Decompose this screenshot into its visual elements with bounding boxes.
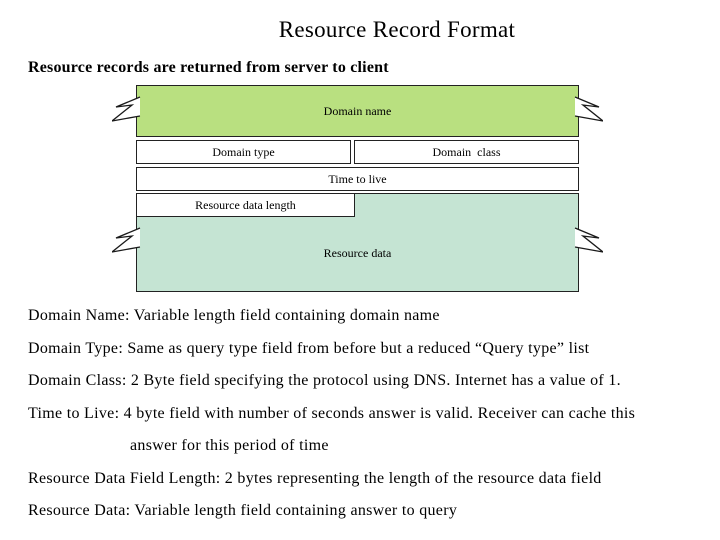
note-domain-name: Domain Name: Variable length field conta… (28, 307, 440, 324)
time-to-live-box: Time to live (136, 167, 579, 191)
time-to-live-label: Time to live (328, 171, 387, 186)
domain-name-label: Domain name (323, 103, 392, 118)
resource-data-length-label: Resource data length (195, 197, 296, 212)
note-resource-data-length: Resource Data Field Length: 2 bytes repr… (28, 470, 602, 487)
torn-edge-icon (574, 96, 603, 122)
note-domain-type: Domain Type: Same as query type field fr… (28, 340, 590, 357)
note-domain-class: Domain Class: 2 Byte field specifying th… (28, 372, 621, 389)
resource-data-length-box: Resource data length (136, 193, 355, 217)
domain-type-label: Domain type (212, 144, 275, 159)
domain-type-box: Domain type (136, 140, 351, 164)
note-time-to-live: Time to Live: 4 byte field with number o… (28, 405, 636, 422)
torn-edge-icon (112, 227, 141, 253)
domain-class-label: Domain class (432, 144, 501, 159)
note-time-to-live-cont: answer for this period of time (130, 437, 329, 454)
domain-name-box: Domain name (136, 85, 579, 137)
resource-record-diagram: Resource data Domain name Domain type Do… (112, 85, 603, 292)
torn-edge-icon (574, 227, 603, 253)
slide-subtitle: Resource records are returned from serve… (28, 59, 389, 76)
torn-edge-icon (112, 96, 141, 122)
note-resource-data: Resource Data: Variable length field con… (28, 502, 458, 519)
domain-class-box: Domain class (354, 140, 579, 164)
resource-data-label: Resource data (323, 246, 392, 260)
slide-title: Resource Record Format (278, 17, 516, 42)
